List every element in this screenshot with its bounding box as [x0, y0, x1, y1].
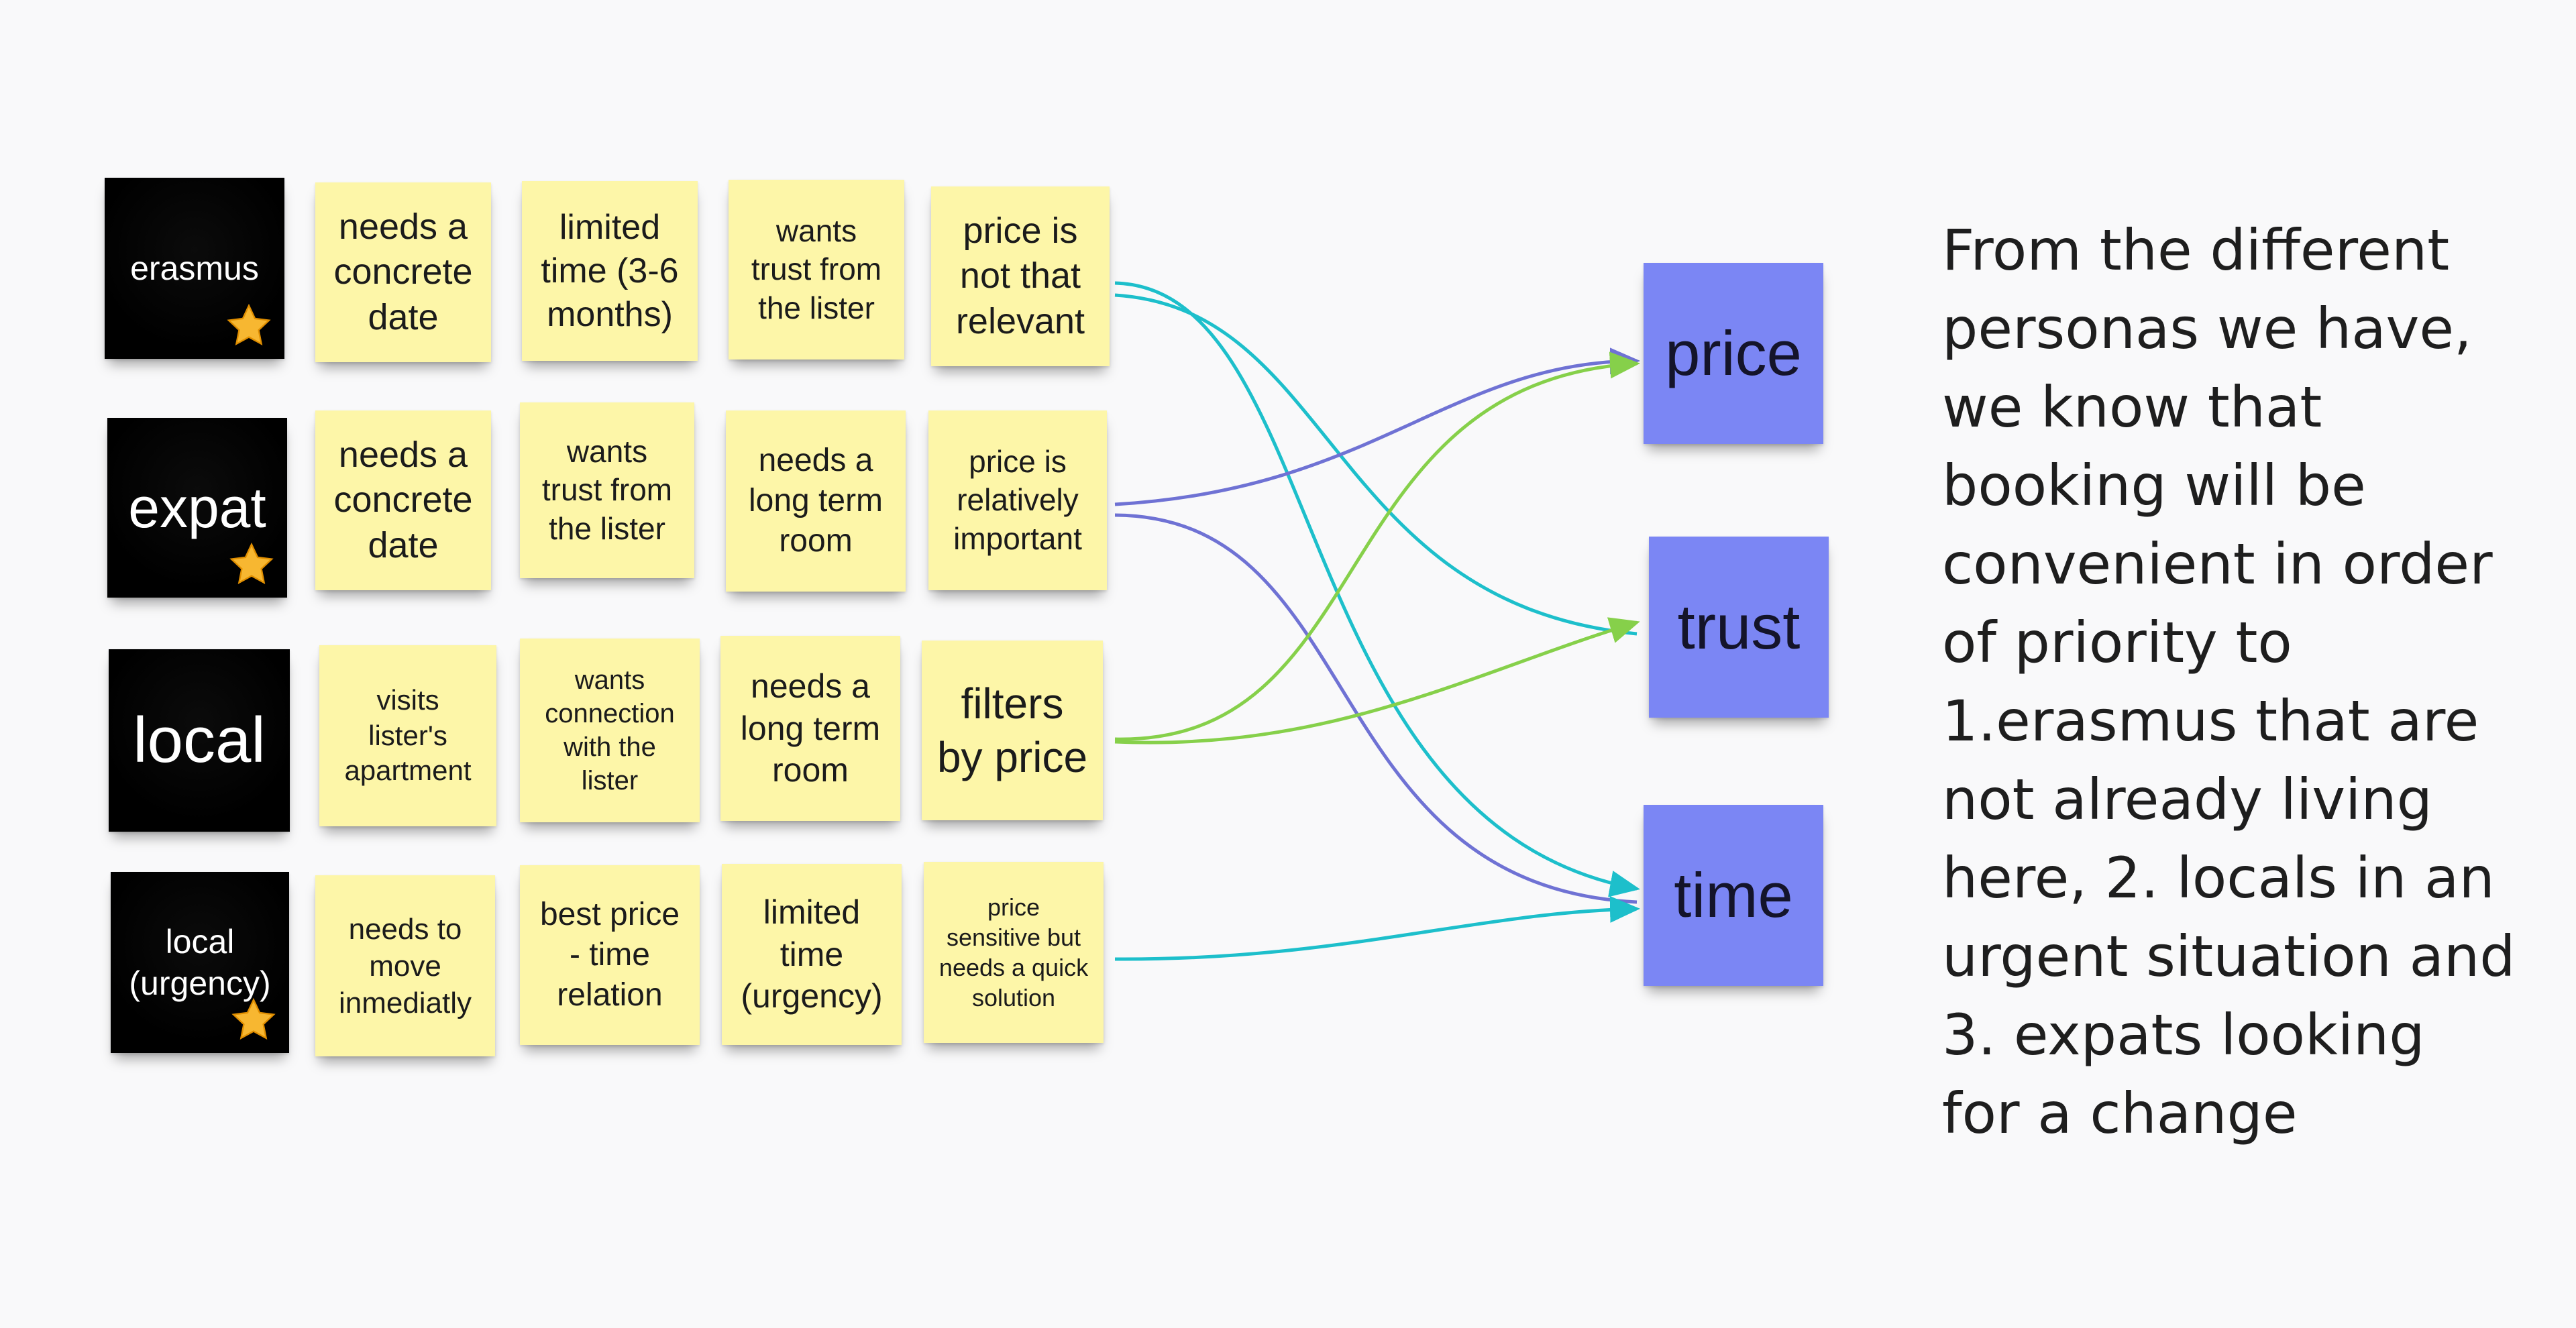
- star-icon: [228, 541, 275, 588]
- category-note-time[interactable]: time: [1644, 805, 1823, 986]
- note-text: needs a long term room: [740, 667, 881, 789]
- sticky-note[interactable]: best price - time relation: [520, 865, 700, 1045]
- note-text: needs a concrete date: [333, 434, 473, 565]
- note-text: best price - time relation: [539, 897, 680, 1013]
- sticky-note[interactable]: wants trust from the lister: [729, 180, 904, 359]
- persona-note-erasmus[interactable]: erasmus: [105, 178, 284, 359]
- sticky-note[interactable]: wants trust from the lister: [520, 402, 694, 578]
- note-text: price sensitive but needs a quick soluti…: [938, 893, 1089, 1011]
- sticky-note[interactable]: needs to move inmediatly: [315, 875, 495, 1056]
- connector-local-price-to-price[interactable]: [1114, 351, 1640, 741]
- note-text: filters by price: [936, 679, 1088, 781]
- sticky-note[interactable]: limited time (urgency): [722, 864, 902, 1045]
- connector-expat-price-to-time[interactable]: [1114, 513, 1638, 904]
- persona-label: expat: [128, 476, 266, 539]
- connector-urgency-price-to-time[interactable]: [1114, 895, 1640, 961]
- note-text: wants trust from the lister: [541, 433, 673, 546]
- sticky-note[interactable]: needs a concrete date: [315, 410, 491, 590]
- persona-label: local (urgency): [129, 922, 271, 1003]
- category-note-price[interactable]: price: [1644, 263, 1823, 444]
- note-text: price is not that relevant: [955, 210, 1085, 341]
- category-label: trust: [1677, 592, 1801, 663]
- category-label: time: [1674, 860, 1793, 931]
- sticky-note[interactable]: needs a concrete date: [315, 182, 491, 362]
- note-text: wants connection with the lister: [545, 665, 675, 795]
- note-text: needs to move inmediatly: [338, 912, 472, 1019]
- persona-note-expat[interactable]: expat: [107, 418, 287, 598]
- connector-expat-price-to-price[interactable]: [1114, 347, 1640, 506]
- note-text: limited time (3-6 months): [541, 207, 679, 334]
- star-icon: [230, 997, 277, 1044]
- note-text: price is relatively important: [953, 443, 1082, 556]
- note-text: needs a concrete date: [333, 206, 473, 337]
- persona-note-local-urgency[interactable]: local (urgency): [111, 872, 289, 1053]
- sticky-note[interactable]: price sensitive but needs a quick soluti…: [924, 862, 1104, 1043]
- note-text: visits lister's apartment: [344, 684, 472, 787]
- sticky-note[interactable]: visits lister's apartment: [319, 645, 496, 826]
- connector-erasmus-price-to-trust[interactable]: [1114, 293, 1638, 636]
- note-text: needs a long term room: [748, 443, 883, 559]
- sticky-note[interactable]: filters by price: [922, 641, 1103, 820]
- persona-label: local: [133, 704, 266, 776]
- summary-text[interactable]: From the different personas we have, we …: [1942, 217, 2516, 1146]
- sticky-note[interactable]: needs a long term room: [726, 410, 906, 592]
- sticky-note[interactable]: limited time (3-6 months): [522, 181, 698, 361]
- connector-local-price-to-trust[interactable]: [1114, 617, 1640, 744]
- sticky-note[interactable]: price is not that relevant: [931, 186, 1110, 366]
- persona-note-local[interactable]: local: [109, 649, 290, 832]
- star-icon: [225, 302, 272, 349]
- sticky-note[interactable]: needs a long term room: [720, 636, 900, 821]
- sticky-note[interactable]: wants connection with the lister: [520, 639, 700, 822]
- sticky-note[interactable]: price is relatively important: [928, 410, 1107, 590]
- category-note-trust[interactable]: trust: [1649, 537, 1829, 718]
- note-text: limited time (urgency): [741, 893, 883, 1015]
- note-text: wants trust from the lister: [751, 213, 882, 325]
- category-label: price: [1665, 318, 1802, 389]
- connector-erasmus-price-to-time[interactable]: [1114, 281, 1640, 897]
- persona-label: erasmus: [130, 249, 259, 287]
